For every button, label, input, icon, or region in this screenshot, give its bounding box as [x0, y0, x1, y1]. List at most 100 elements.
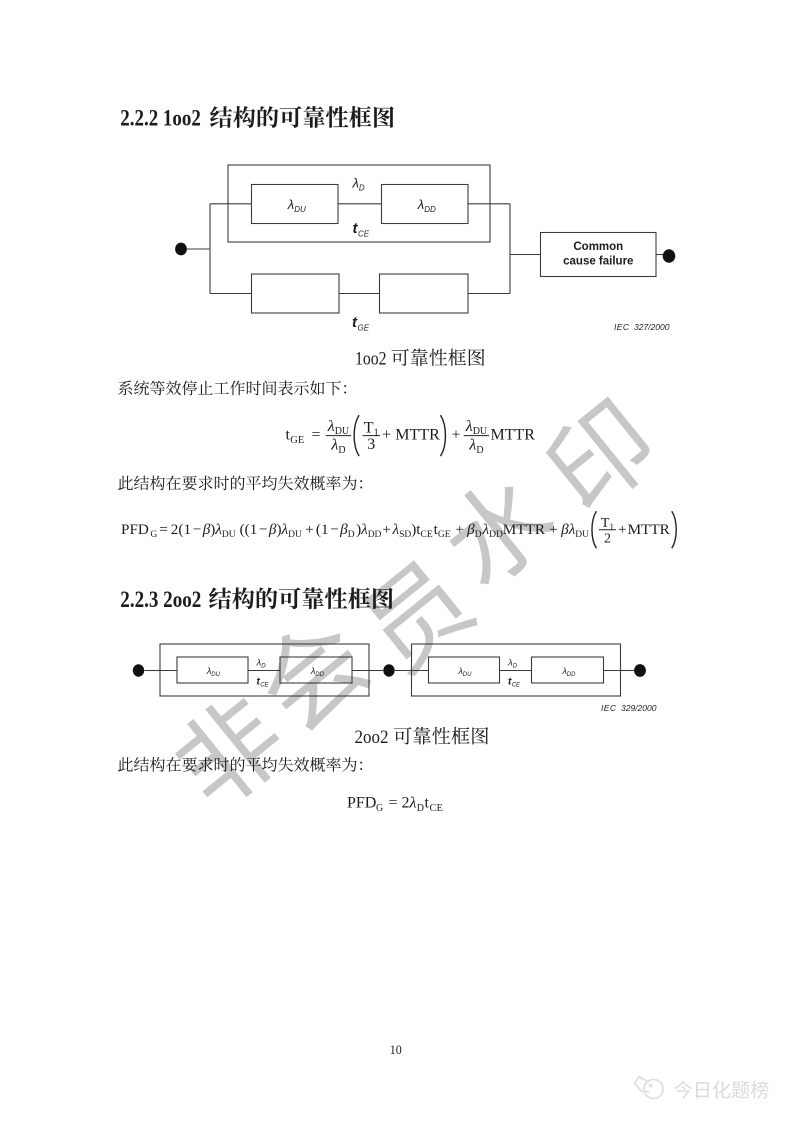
svg-text:2: 2 — [604, 531, 611, 546]
svg-text:λ: λ — [360, 521, 368, 538]
svg-text:GE: GE — [438, 530, 451, 540]
svg-text:+: + — [452, 427, 461, 444]
svg-text:MTTR: MTTR — [628, 521, 671, 538]
svg-text:+: + — [382, 521, 391, 538]
svg-text:DU: DU — [294, 205, 306, 214]
svg-text:G: G — [376, 803, 383, 814]
svg-text:=: = — [159, 521, 168, 538]
svg-text:λ: λ — [507, 658, 513, 669]
svg-text:2(1: 2(1 — [171, 521, 191, 538]
svg-text:β: β — [268, 521, 277, 538]
svg-text:λ: λ — [330, 437, 338, 454]
svg-text:DU: DU — [335, 426, 350, 437]
svg-text:DU: DU — [211, 672, 220, 678]
svg-text:D: D — [359, 183, 365, 192]
svg-text:λ: λ — [482, 521, 490, 538]
svg-text:CE: CE — [421, 530, 433, 540]
svg-text:λ: λ — [561, 666, 567, 677]
svg-text:t: t — [434, 521, 439, 538]
svg-text:−: − — [259, 521, 268, 538]
svg-text:DU: DU — [288, 530, 302, 540]
svg-text:)t: )t — [411, 521, 421, 538]
svg-text:λ: λ — [214, 521, 222, 538]
svg-text:SD: SD — [399, 530, 411, 540]
svg-text:T: T — [601, 516, 610, 531]
svg-text:T: T — [364, 419, 374, 436]
svg-text:+: + — [456, 521, 465, 538]
svg-text:GE: GE — [290, 435, 304, 446]
svg-text:+: + — [305, 521, 314, 538]
svg-text:MTTR: MTTR — [491, 427, 536, 444]
svg-text:λ: λ — [256, 658, 262, 669]
svg-text:λ: λ — [457, 666, 463, 677]
svg-text:PFD: PFD — [347, 795, 376, 812]
svg-text:t: t — [425, 795, 430, 812]
svg-text:λ: λ — [310, 666, 316, 677]
svg-text:DU: DU — [463, 672, 472, 678]
svg-text:λ: λ — [206, 666, 212, 677]
svg-text:β: β — [202, 521, 211, 538]
svg-text:λ: λ — [352, 176, 359, 191]
svg-text:D: D — [513, 664, 518, 670]
svg-text:λ: λ — [568, 521, 576, 538]
svg-text:D: D — [348, 530, 355, 540]
svg-text:1oo2: 1oo2 — [355, 349, 387, 370]
svg-text:3: 3 — [367, 436, 375, 453]
svg-text:MTTR: MTTR — [503, 521, 546, 538]
svg-text:(1: (1 — [316, 521, 329, 538]
svg-text:DU: DU — [473, 426, 488, 437]
svg-text:β: β — [339, 521, 348, 538]
svg-text:327/2000: 327/2000 — [634, 322, 670, 332]
svg-text:2.2.3 2oo2: 2.2.3 2oo2 — [120, 587, 201, 612]
svg-text:329/2000: 329/2000 — [621, 703, 657, 713]
svg-text:t: t — [286, 427, 291, 444]
svg-text:−: − — [330, 521, 339, 538]
svg-text:Common: Common — [573, 241, 623, 253]
svg-text:): ) — [210, 521, 215, 538]
svg-text:CE: CE — [260, 683, 269, 689]
svg-text:λ: λ — [417, 197, 424, 212]
svg-text:DD: DD — [315, 672, 324, 678]
svg-text:D: D — [475, 530, 482, 540]
svg-text:1: 1 — [374, 428, 379, 439]
svg-text:1: 1 — [610, 522, 615, 532]
svg-text:CE: CE — [512, 683, 521, 689]
svg-text:DD: DD — [489, 530, 503, 540]
svg-text:G: G — [150, 530, 157, 540]
svg-text:((1: ((1 — [240, 521, 258, 538]
svg-text:D: D — [338, 445, 345, 456]
svg-text:2oo2: 2oo2 — [355, 727, 389, 748]
svg-text:+: + — [549, 521, 558, 538]
svg-text:β: β — [466, 521, 475, 538]
svg-text:=: = — [389, 795, 398, 812]
svg-text:): ) — [356, 521, 361, 538]
svg-text:D: D — [261, 664, 266, 670]
svg-text:): ) — [277, 521, 282, 538]
svg-text:PFD: PFD — [121, 521, 149, 538]
svg-text:t: t — [352, 314, 358, 331]
svg-text:−: − — [193, 521, 202, 538]
svg-text:+: + — [618, 521, 627, 538]
svg-text:DU: DU — [222, 530, 236, 540]
svg-text:+: + — [382, 427, 391, 444]
svg-text:λ: λ — [409, 795, 417, 812]
svg-text:λ: λ — [465, 418, 473, 435]
svg-text:CE: CE — [430, 803, 443, 814]
svg-text:λ: λ — [287, 197, 294, 212]
svg-text:t: t — [353, 220, 359, 237]
svg-text:λ: λ — [281, 521, 289, 538]
svg-text:CE: CE — [358, 230, 370, 239]
svg-text:t: t — [257, 677, 261, 688]
svg-text:10: 10 — [390, 1043, 402, 1057]
svg-text:λ: λ — [392, 521, 400, 538]
svg-text:DU: DU — [575, 530, 589, 540]
svg-text:D: D — [417, 803, 424, 814]
svg-text:IEC: IEC — [614, 322, 630, 332]
svg-text:t: t — [508, 677, 512, 688]
svg-text:cause failure: cause failure — [563, 256, 633, 268]
svg-text:D: D — [476, 445, 483, 456]
svg-text:MTTR: MTTR — [395, 427, 440, 444]
svg-text:=: = — [312, 427, 321, 444]
svg-text:GE: GE — [358, 324, 370, 333]
svg-text:DD: DD — [368, 530, 382, 540]
